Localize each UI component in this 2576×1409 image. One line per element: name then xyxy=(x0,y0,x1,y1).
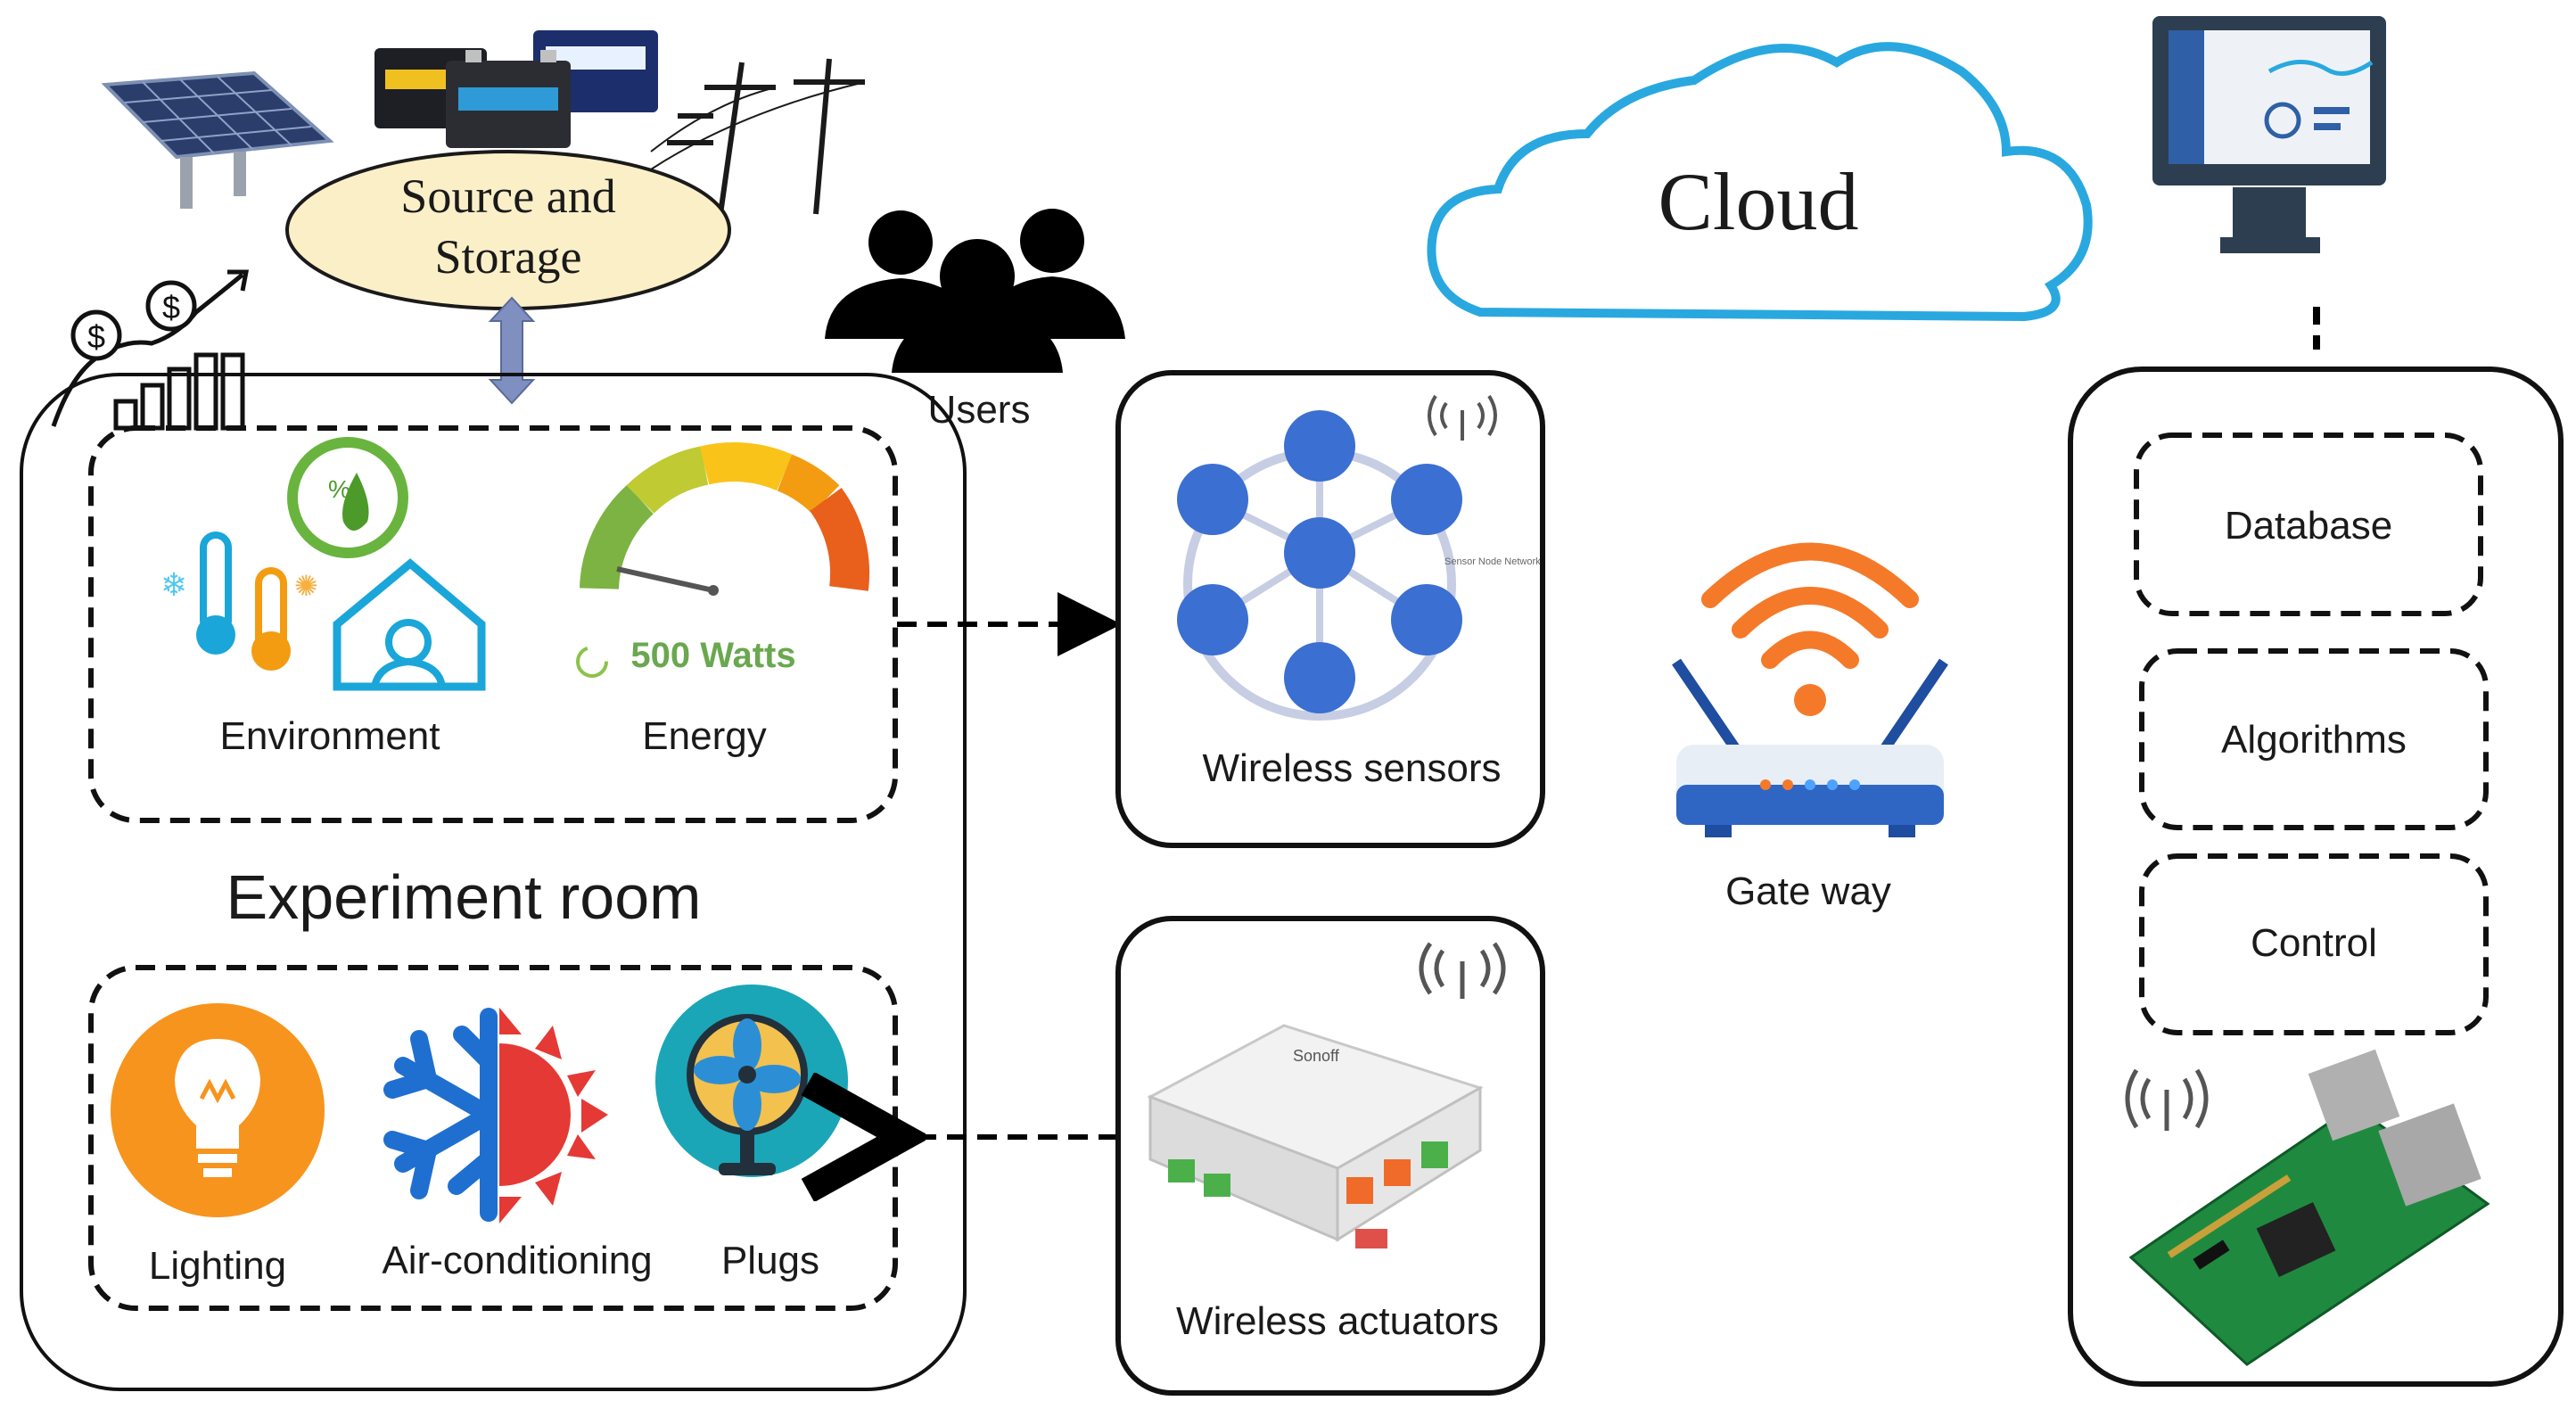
gateway-router-icon xyxy=(1672,542,1948,837)
database-block xyxy=(2134,433,2483,616)
environment-icon: % ❄ ✺ xyxy=(160,437,486,691)
sensor-network-icon xyxy=(1177,410,1462,721)
users-label: Users xyxy=(928,388,1031,432)
wireless-signal-icon xyxy=(1428,394,1497,441)
control-label: Control xyxy=(2251,921,2377,965)
algorithms-block xyxy=(2139,648,2489,830)
gateway-label: Gate way xyxy=(1725,869,1891,913)
svg-text:%: % xyxy=(328,475,350,503)
finance-chart-icon: $ $ xyxy=(51,269,250,431)
environment-label: Environment xyxy=(219,714,440,758)
plugs-fan-icon xyxy=(655,985,848,1177)
sensing-group xyxy=(88,425,898,823)
plugs-label: Plugs xyxy=(721,1239,819,1282)
svg-text:$: $ xyxy=(87,318,105,355)
svg-text:❄: ❄ xyxy=(160,567,187,604)
air-conditioning-label: Air-conditioning xyxy=(382,1239,652,1282)
source-storage-line2: Storage xyxy=(435,230,582,284)
wireless-signal-icon xyxy=(1419,942,1506,999)
database-label: Database xyxy=(2225,504,2392,548)
energy-label: Energy xyxy=(642,714,766,758)
sensor-network-caption: Sensor Node Network xyxy=(1444,556,1541,567)
algorithms-label: Algorithms xyxy=(2221,718,2407,762)
cloud-icon xyxy=(1427,42,2093,322)
experiment-room-boundary xyxy=(20,373,967,1391)
svg-text:✺: ✺ xyxy=(294,569,318,603)
wireless-signal-icon xyxy=(2125,1068,2209,1131)
power-reading-icon xyxy=(576,646,608,678)
wireless-sensors-label: Wireless sensors xyxy=(1203,746,1502,790)
users-icon xyxy=(825,209,1125,373)
experiment-room-title: Experiment room xyxy=(226,862,702,932)
monitor-dashboard-icon xyxy=(2152,16,2386,253)
source-storage-node: Source and Storage xyxy=(285,150,731,310)
cloud-label: Cloud xyxy=(1658,156,1859,247)
energy-gauge-icon xyxy=(580,442,870,596)
power-reading: 500 Watts xyxy=(630,636,795,675)
air-conditioning-icon xyxy=(383,1008,608,1224)
control-block xyxy=(2139,853,2489,1035)
relay-module-icon xyxy=(1147,1024,1484,1248)
svg-text:$: $ xyxy=(162,289,180,325)
device-brand: Sonoff xyxy=(1293,1047,1340,1065)
power-grid-icon xyxy=(650,58,866,215)
battery-storage-icon xyxy=(374,30,658,148)
bidirectional-arrow xyxy=(488,296,536,405)
raspberry-pi-icon xyxy=(2128,1049,2490,1366)
lighting-icon xyxy=(111,1003,325,1217)
solar-panel-icon xyxy=(101,70,334,209)
wireless-actuators-label: Wireless actuators xyxy=(1176,1299,1499,1343)
lighting-label: Lighting xyxy=(149,1244,286,1288)
source-storage-line1: Source and xyxy=(400,169,615,223)
